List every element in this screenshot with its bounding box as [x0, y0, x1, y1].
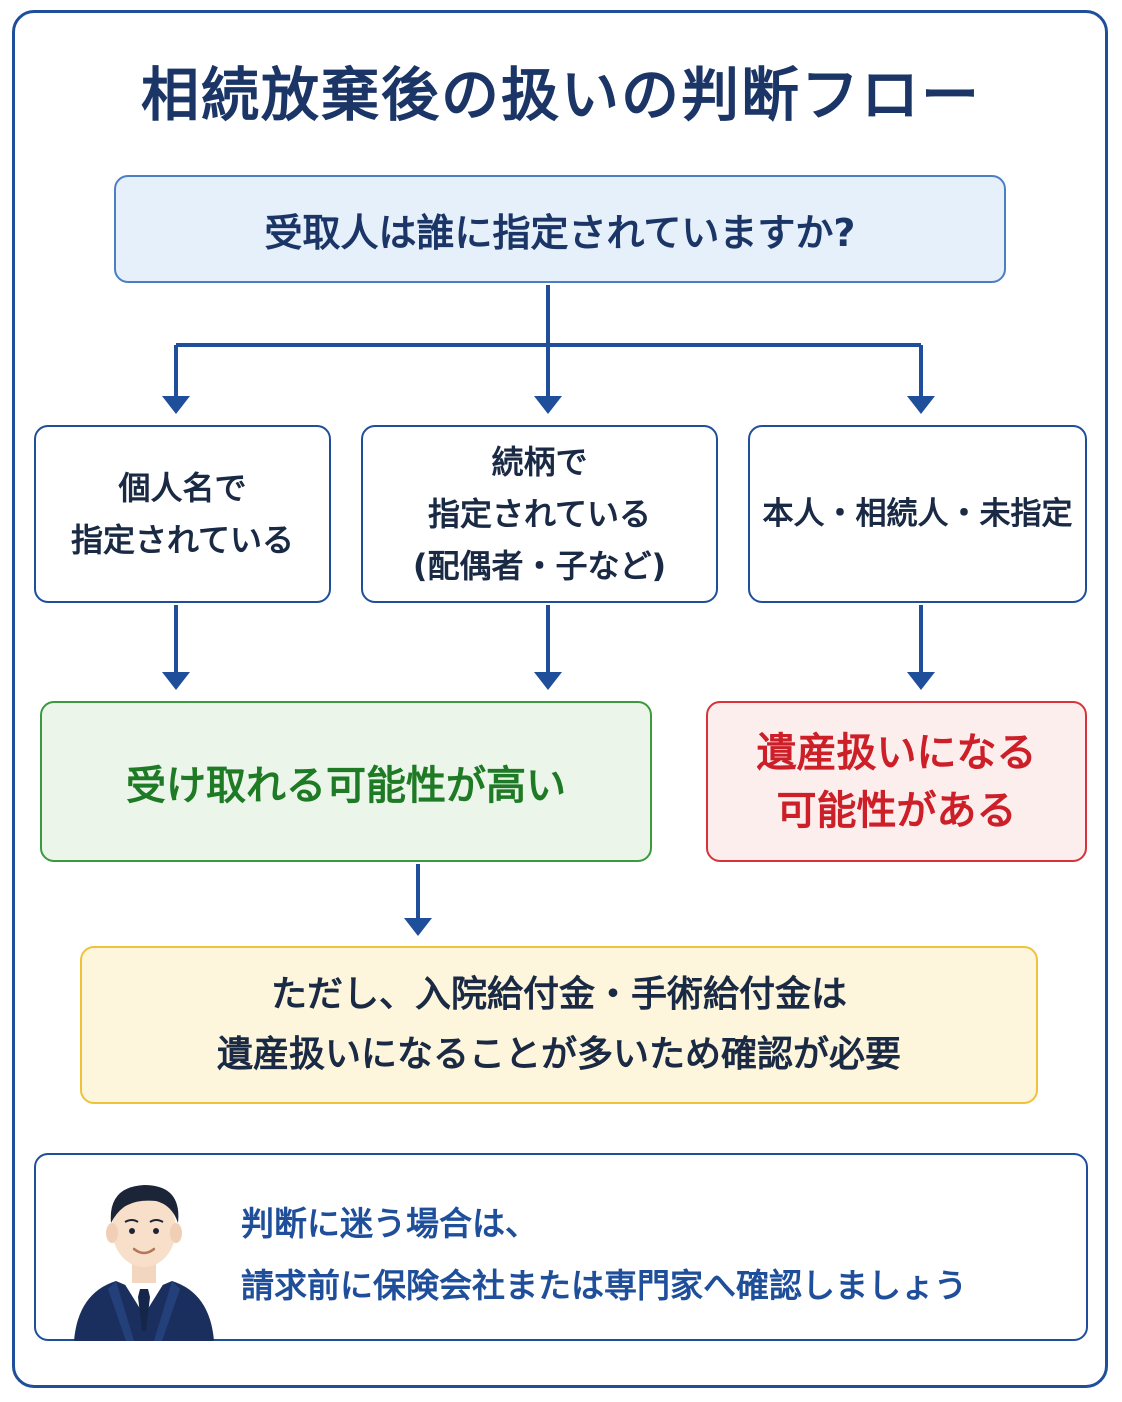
- branch-1-line-2: 指定されている: [70, 521, 295, 559]
- branch-1-line-1: 個人名で: [118, 469, 247, 507]
- advice-line-1: 判断に迷う場合は、: [241, 1204, 538, 1243]
- result-green-text: 受け取れる可能性が高い: [126, 762, 566, 809]
- result-box-estate-treatment: 遺産扱いになる 可能性がある: [706, 701, 1087, 862]
- advice-box: 判断に迷う場合は、 請求前に保険会社または専門家へ確認しましょう: [34, 1153, 1088, 1341]
- branch-2-line-2: 指定されている: [427, 495, 652, 533]
- note-line-1: ただし、入院給付金・手術給付金は: [270, 974, 847, 1015]
- note-line-2: 遺産扱いになることが多いため確認が必要: [216, 1034, 901, 1075]
- advice-line-2: 請求前に保険会社または専門家へ確認しましょう: [241, 1266, 967, 1305]
- page-title: 相続放棄後の扱いの判断フロー: [140, 61, 981, 129]
- branch-2-line-1: 続柄で: [491, 443, 588, 481]
- branch-3-line-1: 本人・相続人・未指定: [762, 496, 1073, 532]
- question-box: 受取人は誰に指定されていますか?: [114, 175, 1006, 283]
- question-text: 受取人は誰に指定されていますか?: [264, 210, 856, 255]
- advice-text: 判断に迷う場合は、 請求前に保険会社または専門家へ確認しましょう: [241, 1193, 967, 1317]
- branch-2-line-3: (配偶者・子など): [412, 547, 667, 585]
- businessman-avatar-icon: [74, 1185, 214, 1341]
- result-box-likely-receivable: 受け取れる可能性が高い: [40, 701, 652, 862]
- result-red-line-2: 可能性がある: [776, 787, 1017, 834]
- branch-box-self-heir-unspecified: 本人・相続人・未指定: [748, 425, 1087, 603]
- branch-box-personal-name: 個人名で 指定されている: [34, 425, 331, 603]
- result-red-line-1: 遺産扱いになる: [756, 729, 1037, 776]
- note-box-caution: ただし、入院給付金・手術給付金は 遺産扱いになることが多いため確認が必要: [80, 946, 1038, 1104]
- branch-box-relationship: 続柄で 指定されている (配偶者・子など): [361, 425, 718, 603]
